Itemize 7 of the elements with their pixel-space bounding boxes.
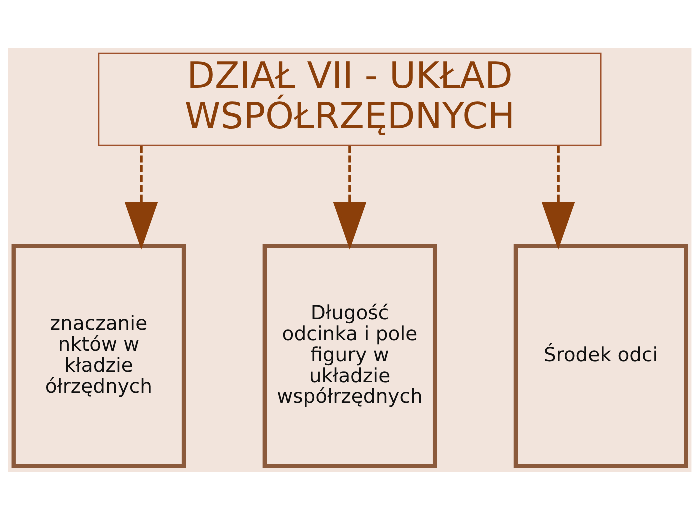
arrow: [124, 146, 158, 250]
node-box: DZIAŁ VII - UKŁAD WSPÓŁRZĘDNYCH: [98, 52, 602, 146]
arrow: [542, 146, 576, 250]
node-box: Środek odci: [514, 244, 688, 469]
node-box: znaczanie nktów w kładzie ółrzędnych: [12, 244, 186, 469]
node-box: Długość odcinka i pole figury w układzie współrzędnych: [262, 244, 438, 469]
arrow: [333, 146, 367, 250]
